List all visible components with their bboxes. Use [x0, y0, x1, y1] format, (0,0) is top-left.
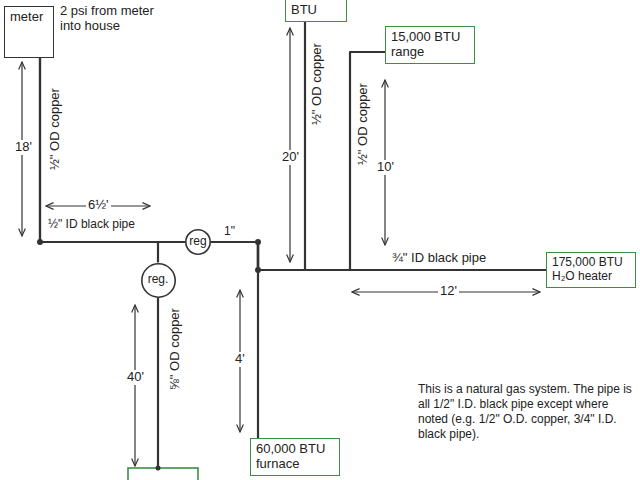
appliance-box: BTU [285, 0, 347, 22]
regulator-circle: reg [185, 229, 211, 255]
appliance-label: meter [10, 10, 48, 25]
gas-pipe [211, 242, 258, 438]
copper-pipe [157, 298, 159, 468]
pipe-label: ½" ID black pipe [48, 218, 135, 232]
dimension-label: 6½' [86, 198, 111, 213]
dimension-label: 18' [13, 140, 34, 155]
meter-box: meter [4, 6, 54, 58]
pipe-label: ½" OD copper [48, 88, 63, 170]
pipe-joint [156, 466, 161, 471]
appliance-box: 60,000 BTU furnace [250, 438, 340, 476]
regulator-outline [186, 230, 210, 254]
appliance-box: 175,000 BTU H₂O heater [546, 252, 636, 288]
regulator-circle: reg. [141, 263, 176, 298]
pipe-label: ½" OD copper [310, 43, 325, 125]
dimension-label: 20' [280, 150, 301, 165]
appliance-label: BTU [291, 3, 341, 18]
pipe-label: ¾" ID black pipe [392, 251, 486, 266]
gas-pipe [211, 52, 385, 270]
regulator-outline [141, 263, 174, 296]
dimension-label: 12' [438, 284, 459, 299]
pipe-label: ½" OD copper [356, 83, 371, 165]
regulator-label: reg [189, 235, 206, 249]
dimension-label: 40' [125, 370, 146, 385]
dimension-label: 10' [375, 160, 396, 175]
gas-pipe [40, 58, 185, 242]
dimension-line [134, 305, 135, 466]
dimension-label: 1" [224, 225, 235, 239]
regulator-label: reg. [148, 273, 169, 287]
gas-pipe [211, 22, 305, 270]
gas-pipe [211, 242, 546, 270]
pipe-label: ⅝" OD copper [168, 308, 183, 390]
note-text: This is a natural gas system. The pipe i… [418, 382, 636, 442]
dimension-line [289, 28, 290, 262]
appliance-label: 175,000 BTU H₂O heater [552, 256, 630, 284]
appliance-box: 15,000 BTU range [385, 26, 475, 64]
appliance-label: 15,000 BTU range [391, 30, 469, 60]
dimension-label: 4' [233, 352, 247, 367]
note-text: 2 psi from meter into house [60, 4, 172, 34]
appliance-box [128, 468, 198, 480]
appliance-label: 60,000 BTU furnace [256, 442, 334, 472]
gas-pipe [40, 58, 158, 263]
